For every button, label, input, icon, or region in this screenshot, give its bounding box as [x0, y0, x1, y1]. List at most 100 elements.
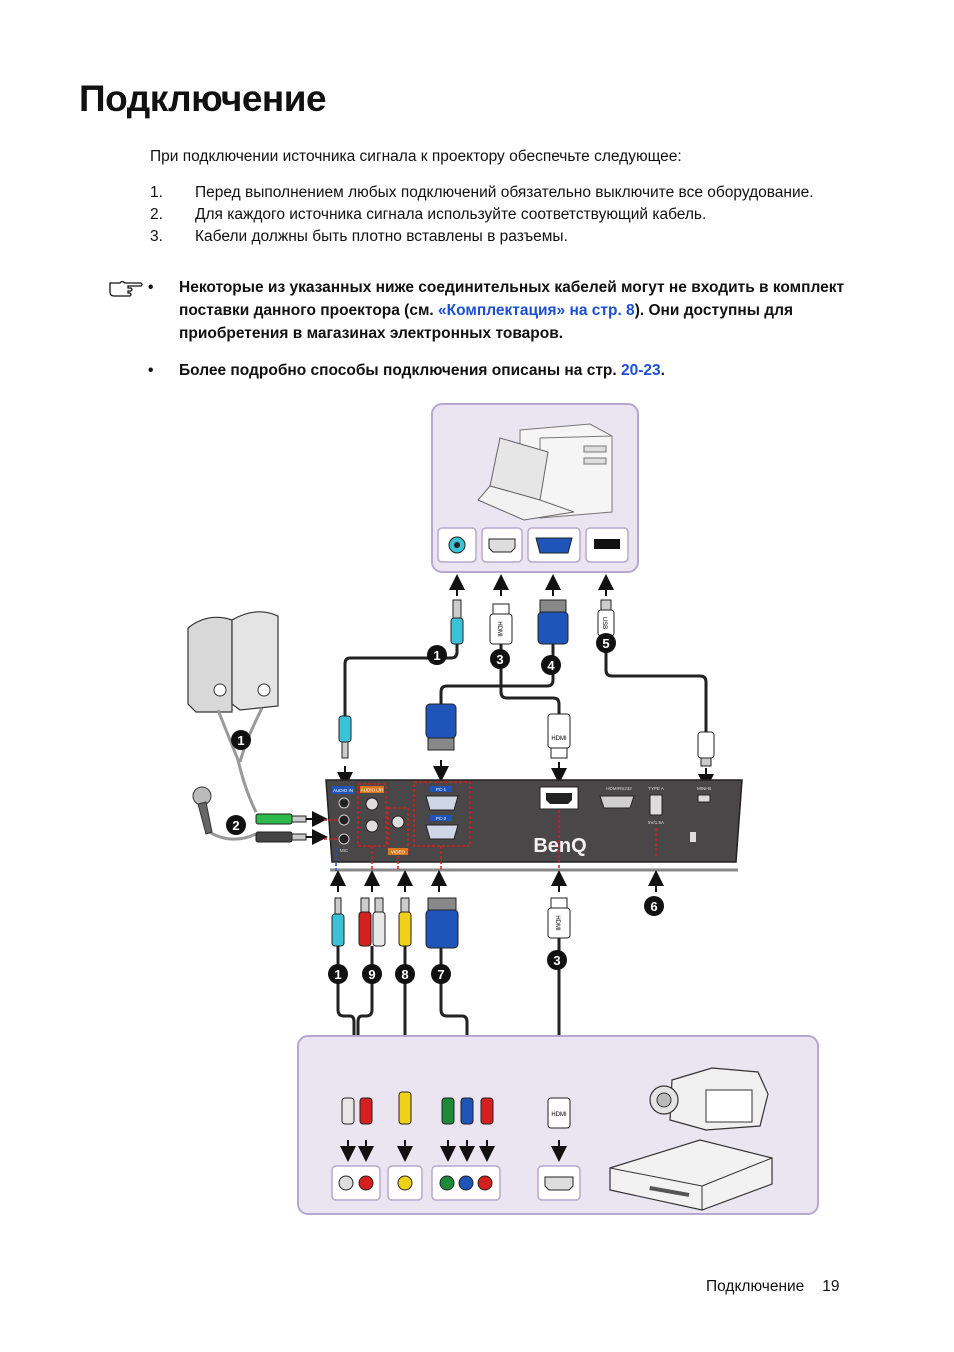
- note-item: • Некоторые из указанных ниже соединител…: [148, 276, 868, 345]
- audio-plug-low: [331, 897, 345, 947]
- mic-plug: [255, 831, 307, 843]
- bullet-dot: •: [148, 362, 154, 379]
- step-text: Перед выполнением любых подключений обяз…: [195, 184, 814, 201]
- arrows-to-pc: [449, 574, 614, 596]
- intro-text: При подключении источника сигнала к прое…: [150, 148, 682, 165]
- vga-cable-plug-mid: [425, 703, 457, 751]
- callout-number: 1: [237, 733, 244, 748]
- speakers-icon: [187, 611, 279, 713]
- callout-9: 9: [362, 964, 382, 984]
- usb-cable-label: USB: [601, 617, 607, 629]
- camcorder-icon: [649, 1067, 769, 1131]
- pc2-label: PC-2: [436, 816, 447, 821]
- callout-6: 6: [644, 896, 664, 916]
- port-guides: [324, 810, 560, 870]
- callout-number: 3: [496, 652, 503, 667]
- computer-panel: [431, 403, 639, 573]
- rca-lr-plugs-low: [358, 897, 386, 947]
- hdmi-cable-plug-mid: HDMI: [547, 713, 571, 759]
- callout-1-top: 1: [427, 645, 447, 665]
- video-plug-low: [398, 897, 412, 947]
- callout-number: 7: [437, 967, 444, 982]
- hdmi-cable-label: HDMI: [554, 915, 560, 931]
- audio-cable-plug-mid: [338, 715, 352, 759]
- pages-link[interactable]: 20-23: [621, 362, 661, 379]
- step-text: Для каждого источника сигнала используйт…: [195, 206, 707, 223]
- arrows-speaker-mic: [306, 811, 328, 845]
- usb-cable-plug-top: USB: [597, 599, 615, 637]
- callout-number: 1: [334, 967, 341, 982]
- mini-b-label: MINI-B: [697, 786, 711, 791]
- bullet-dot: •: [148, 279, 154, 296]
- callout-3-bottom: 3: [547, 950, 567, 970]
- page-footer: Подключение 19: [706, 1278, 840, 1296]
- video-label: VIDEO: [391, 850, 406, 855]
- projector-rear-panel: AUDIO IN MIC AUDIO L/R VIDEO PC-1 PC-2 H…: [325, 779, 743, 872]
- callout-number: 9: [368, 967, 375, 982]
- usb-cable-plug-mid: [697, 731, 715, 767]
- rs232-label: RS232: [618, 786, 632, 791]
- audio-cable-plug-top: [450, 599, 464, 645]
- source-audio-lr-port: [331, 1165, 381, 1201]
- callout-4: 4: [541, 655, 561, 675]
- pc-hdmi-port: [481, 527, 523, 563]
- callout-5: 5: [596, 633, 616, 653]
- hdmi-plug-low: HDMI: [547, 897, 571, 939]
- callout-number: 2: [232, 818, 239, 833]
- source-component-port: [431, 1165, 501, 1201]
- dc-label: 5V/1.5A: [648, 820, 664, 825]
- pc-vga-port: [527, 527, 581, 563]
- source-video-port: [387, 1165, 423, 1201]
- note-text: ). Они доступны для приобретения в магаз…: [179, 302, 794, 342]
- notes-block: • Некоторые из указанных ниже соединител…: [148, 276, 868, 382]
- note-text: Некоторые из указанных ниже соединительн…: [179, 279, 845, 319]
- note-text: Более подробно способы подключения описа…: [179, 362, 622, 379]
- pc-usb-port: [585, 527, 629, 563]
- hdmi-port-label: HDMI: [606, 786, 618, 791]
- callout-2: 2: [226, 815, 246, 835]
- step-number: 1.: [150, 184, 163, 201]
- step-number: 3.: [150, 228, 163, 245]
- speaker-plug: [255, 813, 307, 825]
- callout-3-top: 3: [490, 649, 510, 669]
- note-item: • Более подробно способы подключения опи…: [148, 359, 868, 382]
- hand-pointer-icon: [109, 280, 143, 297]
- callout-8: 8: [395, 964, 415, 984]
- upper-cables: [343, 636, 708, 732]
- callout-number: 3: [553, 953, 560, 968]
- audio-lr-label: AUDIO L/R: [361, 788, 384, 793]
- callout-number: 5: [602, 636, 609, 651]
- step-item: 1. Перед выполнением любых подключений о…: [150, 182, 850, 204]
- page-title: Подключение: [79, 78, 327, 119]
- callout-number: 8: [401, 967, 408, 982]
- footer-section: Подключение: [706, 1278, 805, 1295]
- callout-number: 6: [650, 899, 657, 914]
- callout-1-speakers: 1: [231, 730, 251, 750]
- dvd-player-icon: [609, 1139, 773, 1211]
- hdmi-cable-label: HDMI: [551, 736, 567, 742]
- hdmi-cable-label: HDMI: [551, 1112, 567, 1118]
- callout-1-bottom: 1: [328, 964, 348, 984]
- mic-label: MIC: [340, 848, 349, 853]
- hdmi-cable-plug-top: HDMI: [489, 603, 513, 645]
- hdmi-cable-label: HDMI: [496, 621, 502, 637]
- step-number: 2.: [150, 206, 163, 223]
- microphone-icon: [192, 786, 213, 835]
- vga-cable-plug-top: [537, 599, 569, 645]
- brand-logo: BenQ: [533, 835, 586, 857]
- arrows-up-to-projector: [330, 870, 664, 892]
- steps-list: 1. Перед выполнением любых подключений о…: [150, 182, 850, 248]
- arrows-into-projector: [337, 760, 714, 790]
- step-item: 2. Для каждого источника сигнала использ…: [150, 204, 850, 226]
- page-number: 19: [822, 1278, 840, 1295]
- komplektaciya-link[interactable]: «Комплектация» на стр. 8: [438, 302, 635, 319]
- video-sources-panel: HDMI: [297, 1035, 819, 1215]
- pc1-label: PC-1: [436, 787, 447, 792]
- desktop-tower-icon: [519, 423, 613, 519]
- step-item: 3. Кабели должны быть плотно вставлены в…: [150, 226, 850, 248]
- callout-number: 4: [547, 658, 555, 673]
- note-text: .: [660, 362, 665, 379]
- pc-audio-port: [437, 527, 477, 563]
- laptop-icon: [477, 437, 575, 521]
- audio-in-label: AUDIO IN: [333, 788, 353, 793]
